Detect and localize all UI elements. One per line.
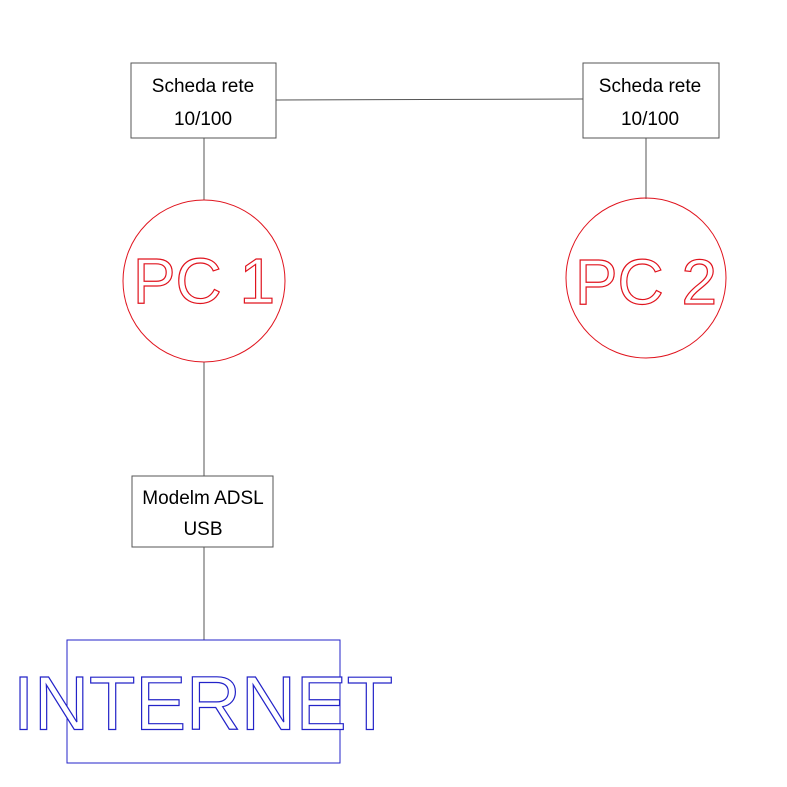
network-card-2-box <box>582 62 720 139</box>
link-nic1-nic2 <box>275 98 584 101</box>
network-card-2-label: Scheda rete <box>599 76 701 97</box>
adsl-modem: Modelm ADSL USB <box>131 475 274 548</box>
network-card-2-speed: 10/100 <box>621 109 679 130</box>
pc-1-label: PC 1 <box>133 245 275 317</box>
adsl-modem-box <box>131 475 274 548</box>
network-card-2: Scheda rete 10/100 <box>582 62 720 139</box>
pc-1-node: PC 1 <box>122 199 286 363</box>
pc-2-label: PC 2 <box>575 246 717 318</box>
network-card-1: Scheda rete 10/100 <box>130 62 277 139</box>
internet-box <box>66 639 341 764</box>
network-card-1-speed: 10/100 <box>174 109 232 130</box>
pc-1-circle <box>122 199 286 363</box>
internet-label: INTERNET <box>13 662 393 747</box>
network-card-1-label: Scheda rete <box>152 76 254 97</box>
adsl-modem-interface: USB <box>183 519 222 540</box>
pc-2-circle <box>565 197 727 359</box>
network-card-1-box <box>130 62 277 139</box>
internet-node: INTERNET <box>12 639 394 764</box>
connectors <box>203 98 647 640</box>
adsl-modem-label: Modelm ADSL <box>142 488 263 509</box>
pc-2-node: PC 2 <box>565 197 727 359</box>
